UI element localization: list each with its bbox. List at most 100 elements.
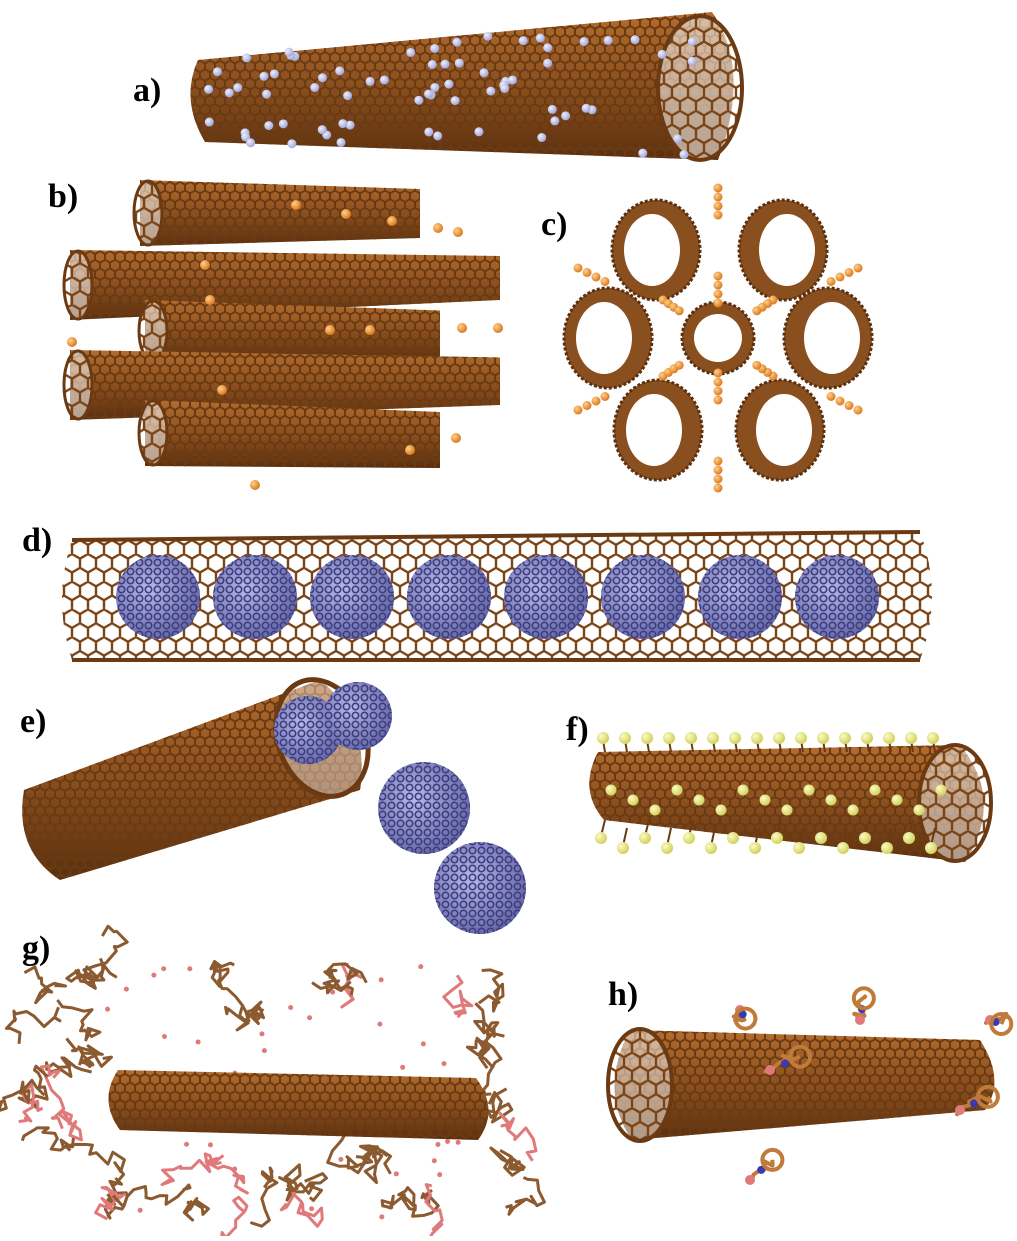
polymer-chain — [488, 1089, 512, 1122]
dopant-atom — [204, 85, 213, 94]
end-view-atom — [601, 392, 610, 401]
panel-label-c: c) — [541, 208, 567, 242]
fullerene-cage — [378, 762, 470, 854]
intercalant-atom — [405, 445, 415, 455]
end-view-atom — [583, 401, 592, 410]
intercalant-atom — [291, 200, 301, 210]
end-view-atom — [714, 378, 723, 387]
dopant-atom — [380, 75, 389, 84]
functional-group — [837, 842, 849, 854]
end-view-atom — [714, 466, 723, 475]
panel-f-functionalized-nanotube — [589, 732, 991, 862]
polymer-atom — [394, 1171, 399, 1176]
functional-group — [795, 732, 807, 744]
end-view-atom — [675, 361, 684, 370]
intercalant-atom — [217, 385, 227, 395]
end-view-atom — [714, 184, 723, 193]
end-view-atom — [845, 401, 854, 410]
intercalant-atom — [200, 260, 210, 270]
end-view-atom — [583, 268, 592, 277]
functional-group — [628, 795, 639, 806]
polymer-atom — [138, 1208, 143, 1213]
end-view-atom — [714, 193, 723, 202]
fullerene-cage — [504, 555, 588, 639]
fullerene-cage — [795, 555, 879, 639]
end-view-tube-bore — [759, 214, 815, 286]
polymer-chain — [420, 1185, 443, 1236]
functional-group — [859, 832, 871, 844]
panel-label-f: f) — [566, 713, 589, 747]
dopant-atom — [205, 118, 214, 127]
polymer-chain — [24, 967, 65, 1003]
end-view-atom — [714, 387, 723, 396]
polymer-atom — [445, 1139, 450, 1144]
functional-group — [650, 805, 661, 816]
intercalant-atom — [205, 295, 215, 305]
polymer-atom — [377, 1022, 382, 1027]
polymer-atom — [262, 1048, 267, 1053]
functional-group — [617, 842, 629, 854]
dopant-atom — [548, 105, 557, 114]
end-view-atom — [714, 272, 723, 281]
polymer-chain — [382, 1188, 414, 1209]
polymer-atom — [105, 1007, 110, 1012]
panel-a-doped-nanotube — [190, 12, 742, 160]
intercalant-atom — [250, 480, 260, 490]
end-view-atom — [714, 211, 723, 220]
functional-group — [881, 842, 893, 854]
dopant-atom — [658, 50, 667, 59]
polymer-atom — [400, 1065, 405, 1070]
functional-group — [826, 795, 837, 806]
functional-group — [683, 832, 695, 844]
dopant-atom — [262, 90, 271, 99]
dopant-atom — [428, 60, 437, 69]
polymer-atom — [196, 1039, 201, 1044]
dopant-atom — [638, 149, 647, 158]
panel-label-b: b) — [48, 180, 78, 214]
dopant-atom — [246, 138, 255, 147]
polymer-atom — [435, 1142, 440, 1147]
functional-group — [892, 795, 903, 806]
functional-group — [751, 732, 763, 744]
functional-group — [606, 785, 617, 796]
intercalant-atom — [341, 209, 351, 219]
nitrogen-atom — [781, 1059, 789, 1067]
functional-group — [727, 832, 739, 844]
end-view-tube-bore — [756, 394, 812, 466]
functional-group — [905, 732, 917, 744]
dopant-atom — [679, 150, 688, 159]
dopant-atom — [259, 72, 268, 81]
dopant-atom — [537, 133, 546, 142]
functional-group — [883, 732, 895, 744]
end-view-atom — [827, 392, 836, 401]
functional-group — [597, 732, 609, 744]
polymer-atom — [232, 1166, 237, 1171]
end-view-atom — [601, 277, 610, 286]
end-view-tube-bore — [624, 214, 680, 286]
dopant-atom — [366, 77, 375, 86]
dopant-atom — [430, 83, 439, 92]
end-view-atom — [574, 264, 583, 273]
intercalant-atom — [433, 223, 443, 233]
end-view-tube-bore — [804, 302, 860, 374]
functional-group — [685, 732, 697, 744]
oxygen-atom — [855, 1015, 865, 1025]
end-view-atom — [836, 397, 845, 406]
dopant-atom — [455, 59, 464, 68]
dopant-atom — [242, 53, 251, 62]
dopant-atom — [479, 68, 488, 77]
polymer-atom — [162, 1034, 167, 1039]
polymer-atom — [208, 1142, 213, 1147]
end-view-atom — [675, 306, 684, 315]
panel-label-h: h) — [608, 978, 638, 1012]
dopant-atom — [631, 35, 640, 44]
polymer-chain — [491, 1148, 524, 1175]
end-view-atom — [845, 268, 854, 277]
end-view-tube-bore — [626, 394, 682, 466]
dopant-atom — [543, 43, 552, 52]
polymer-atom — [151, 973, 156, 978]
polymer-chain — [506, 1177, 545, 1214]
dopant-atom — [604, 36, 613, 45]
functional-group — [694, 795, 705, 806]
